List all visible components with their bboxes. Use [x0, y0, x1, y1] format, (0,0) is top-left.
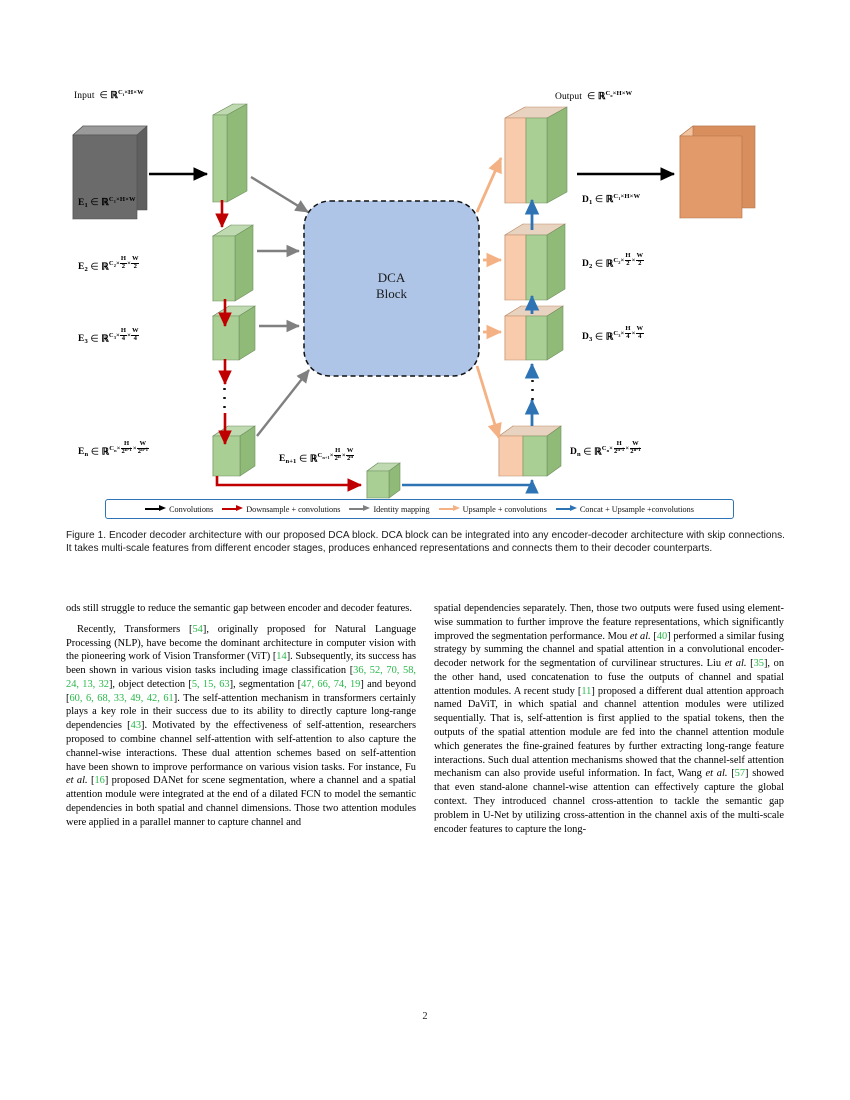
- text-run: ] performed a similar fusing strategy by…: [434, 630, 784, 670]
- text-run: ]. Motivated by the effectiveness of sel…: [66, 720, 417, 773]
- paragraph-text: ods still struggle to reduce the semanti…: [66, 603, 412, 614]
- arrow-upsample-dn: [475, 365, 502, 440]
- legend-item-identity: Identity mapping: [349, 504, 430, 514]
- citation-link[interactable]: 57: [734, 768, 746, 780]
- legend-item-upsample: Upsample + convolutions: [438, 504, 547, 514]
- encoder-block-en: [212, 425, 256, 477]
- citation-link[interactable]: 40: [656, 630, 668, 642]
- et-al-italic: et al.: [629, 630, 651, 642]
- text-run: ], object detection [: [108, 678, 192, 690]
- encoder-block-en1: [366, 462, 401, 499]
- text-run: ] showed that even stand-alone channel-w…: [434, 768, 784, 835]
- figure-legend: Convolutions Downsample + convolutions I…: [105, 499, 734, 519]
- decoder-block-dn: [498, 425, 562, 477]
- et-al-italic: et al.: [705, 768, 728, 780]
- text-run: ] proposed DANet for scene segmentation,…: [66, 775, 416, 828]
- citation-link[interactable]: 11: [581, 685, 592, 697]
- arrow-icon-convolutions: [145, 505, 167, 513]
- encoder-e1-label: E1 ∈ ℝC1×H×W: [78, 196, 136, 209]
- output-slab: [679, 125, 756, 219]
- arrow-upsample-d1: [475, 156, 503, 213]
- citation-link[interactable]: 14: [276, 651, 287, 663]
- arrow-icon-upsample: [438, 505, 460, 513]
- arrow-identity-e1: [250, 175, 309, 214]
- citation-link[interactable]: 43: [130, 720, 142, 732]
- citation-link[interactable]: 54: [192, 623, 203, 635]
- legend-label-convolutions: Convolutions: [169, 504, 214, 514]
- legend-item-concat: Concat + Upsample +convolutions: [555, 504, 694, 514]
- paragraph-continuation: ods still struggle to reduce the semanti…: [66, 602, 416, 616]
- legend-label-identity: Identity mapping: [373, 504, 430, 514]
- dca-block-label: DCA Block: [304, 270, 479, 303]
- text-run: ], segmentation [: [229, 678, 302, 690]
- decoder-d1-label: D1 ∈ ℝC1×H×W: [582, 193, 641, 206]
- legend-label-concat: Concat + Upsample +convolutions: [579, 504, 694, 514]
- decoder-ellipsis: [531, 380, 534, 400]
- citation-link[interactable]: 60, 6, 68, 33, 49, 42, 61: [69, 692, 174, 704]
- input-label: Input ∈ ℝCi×H×W: [74, 89, 144, 101]
- decoder-block-d1: [504, 106, 568, 204]
- encoder-ellipsis: [223, 388, 226, 408]
- et-al-italic: et al.: [724, 658, 747, 670]
- text-run: ] proposed a different dual attention ap…: [434, 685, 784, 780]
- legend-label-downsample: Downsample + convolutions: [246, 504, 341, 514]
- citation-link[interactable]: 5, 15, 63: [191, 678, 230, 690]
- legend-item-convolutions: Convolutions: [145, 505, 213, 514]
- text-run: ]. Subsequently, its success has been sh…: [66, 651, 416, 677]
- encoder-block-e3: [211, 305, 257, 361]
- body-column-right: spatial dependencies separately. Then, t…: [434, 602, 784, 836]
- page-number: 2: [422, 1011, 428, 1022]
- architecture-diagram-svg: [72, 103, 756, 499]
- paragraph-dual-attention: spatial dependencies separately. Then, t…: [434, 602, 784, 836]
- text-run: ]. The self-attention mechanism in trans…: [66, 692, 416, 732]
- legend-label-upsample: Upsample + convolutions: [462, 504, 547, 514]
- text-run: ] and beyond [: [66, 678, 417, 704]
- arrow-downsample-en-en1: [215, 476, 363, 492]
- text-run: ], on the other hand, used concatenation…: [434, 658, 785, 697]
- arrow-concat-en1-dn: [402, 478, 539, 494]
- text-run: [: [87, 775, 95, 787]
- dca-block-shape: [303, 200, 480, 377]
- decoder-block-d3: [503, 305, 565, 361]
- body-column-left: ods still struggle to reduce the semanti…: [66, 602, 416, 830]
- text-run: ], originally proposed for Natural Langu…: [66, 623, 416, 663]
- citation-link[interactable]: 47, 66, 74, 19: [301, 678, 361, 690]
- figure-caption: Figure 1. Encoder decoder architecture w…: [66, 530, 785, 555]
- arrow-identity-en: [256, 369, 310, 437]
- text-run: [: [727, 768, 735, 780]
- et-al-italic: et al.: [66, 775, 88, 787]
- encoder-block-e2: [211, 224, 255, 302]
- paragraph-transformers: Recently, Transformers [54], originally …: [66, 623, 416, 830]
- input-slab: [72, 125, 148, 220]
- citation-link[interactable]: 16: [94, 775, 105, 787]
- encoder-block-e1: [212, 103, 248, 203]
- text-run: spatial dependencies separately. Then, t…: [434, 603, 784, 642]
- arrow-icon-concat: [555, 505, 577, 513]
- citation-link[interactable]: 36, 52, 70, 58, 24, 13, 32: [66, 665, 417, 690]
- arrow-icon-downsample: [222, 505, 244, 513]
- text-run: [: [746, 658, 754, 670]
- text-run: [: [650, 630, 657, 642]
- dca-block-label-line2: Block: [375, 286, 408, 302]
- output-label: Output ∈ ℝCo×H×W: [555, 90, 633, 102]
- citation-link[interactable]: 35: [753, 658, 764, 670]
- decoder-block-d2: [503, 223, 567, 301]
- legend-item-downsample: Downsample + convolutions: [222, 505, 340, 514]
- text-run: Recently, Transformers [: [77, 623, 193, 635]
- dca-block-label-line1: DCA: [377, 270, 406, 285]
- arrow-icon-identity: [349, 505, 371, 513]
